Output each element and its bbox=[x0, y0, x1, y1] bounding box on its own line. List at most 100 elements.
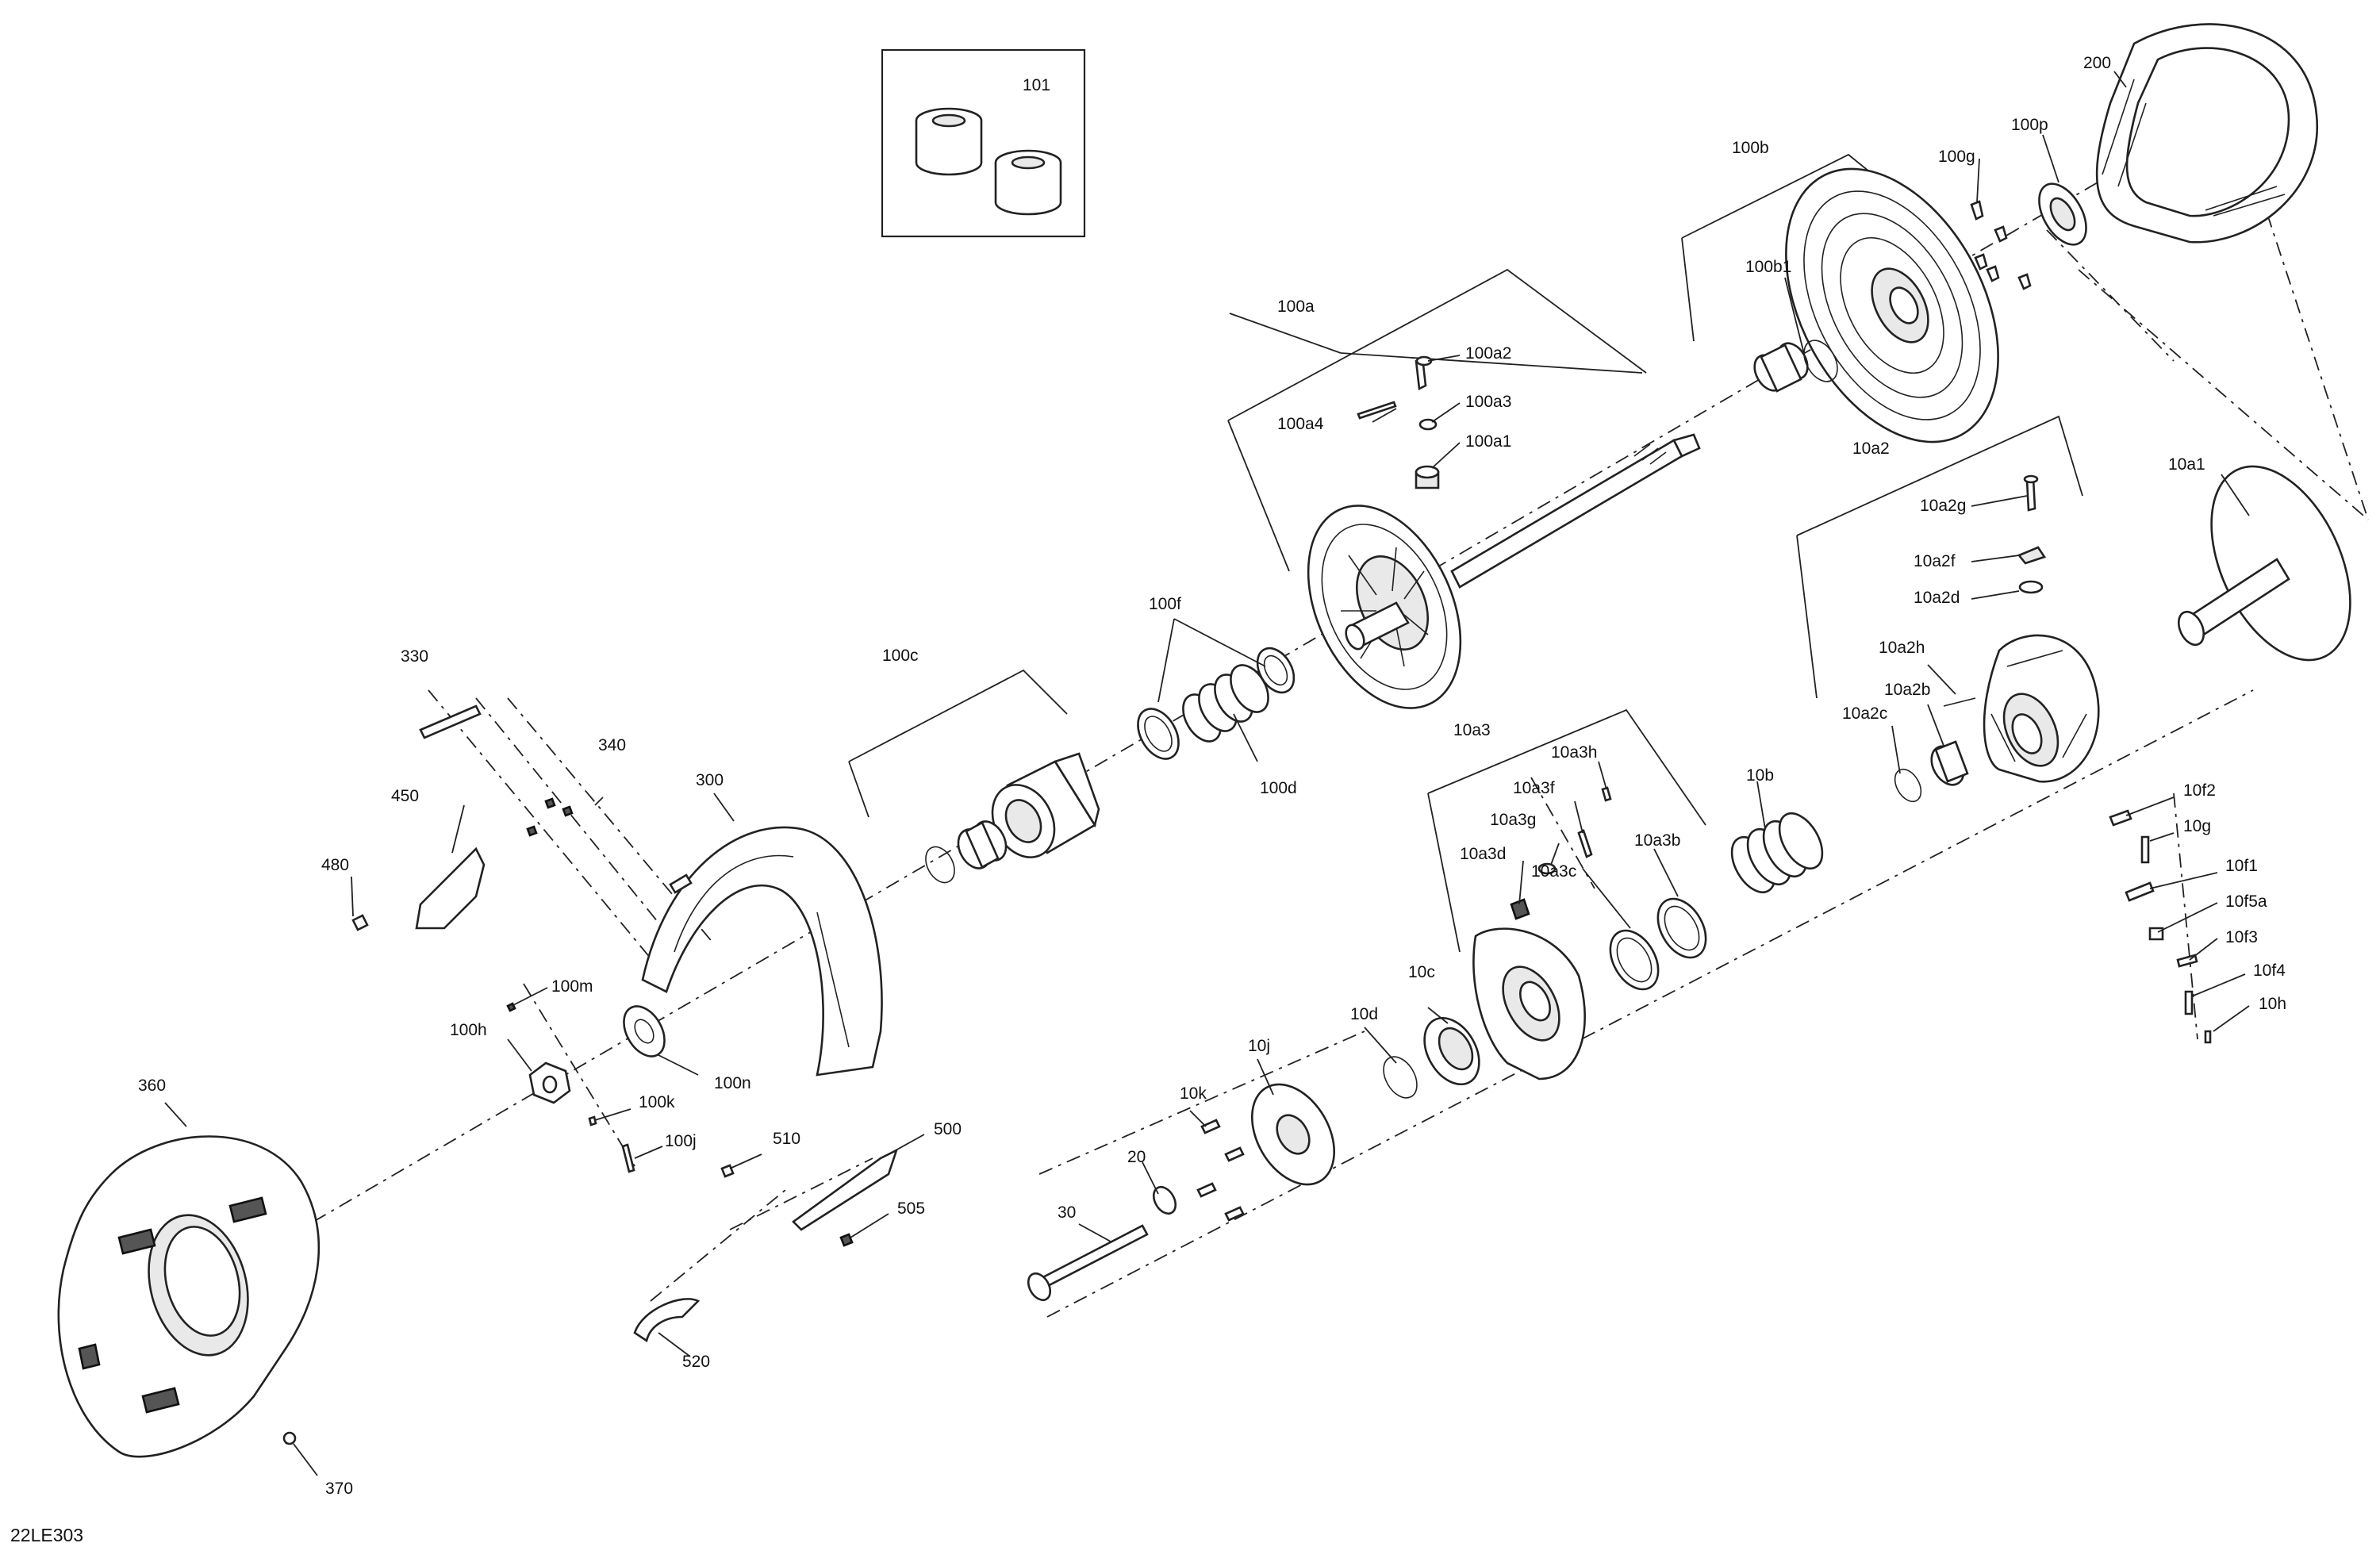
callout-10a2d: 10a2d bbox=[1914, 589, 1960, 607]
callout-10g: 10g bbox=[2183, 817, 2211, 835]
callout-10a3g: 10a3g bbox=[1490, 811, 1536, 829]
callout-520: 520 bbox=[682, 1353, 710, 1371]
callout-10b: 10b bbox=[1746, 766, 1774, 785]
ring-10d bbox=[1383, 1056, 1418, 1099]
shaft-sheave-100a bbox=[1307, 433, 1701, 709]
callout-100h: 100h bbox=[450, 1021, 487, 1039]
callout-100a: 100a bbox=[1277, 297, 1315, 316]
callout-510: 510 bbox=[773, 1130, 800, 1148]
drive-belt bbox=[2095, 23, 2319, 244]
callout-500: 500 bbox=[934, 1120, 962, 1138]
small-parts-10f bbox=[2109, 809, 2212, 1044]
callout-330: 330 bbox=[401, 647, 428, 666]
nuts-340 bbox=[526, 797, 574, 837]
callout-100c: 100c bbox=[882, 647, 919, 665]
callout-10f1: 10f1 bbox=[2225, 857, 2258, 875]
callout-10a2: 10a2 bbox=[1852, 439, 1890, 458]
callout-labels: 101 200 100b 100g 100p 100b1 100a 100a2 … bbox=[138, 54, 2286, 1498]
callout-30: 30 bbox=[1058, 1203, 1076, 1222]
callout-10a2f: 10a2f bbox=[1914, 552, 1956, 570]
callout-100j: 100j bbox=[665, 1132, 697, 1150]
spring-10b bbox=[1730, 812, 1824, 893]
diagram-code: 22LE303 bbox=[10, 1525, 83, 1543]
callout-20: 20 bbox=[1127, 1148, 1146, 1166]
callout-370: 370 bbox=[325, 1480, 353, 1498]
callout-100n: 100n bbox=[714, 1074, 751, 1092]
bushing-2 bbox=[994, 149, 1062, 216]
callout-100m: 100m bbox=[551, 977, 593, 996]
callout-10a2b: 10a2b bbox=[1884, 681, 1930, 699]
callout-10a3d: 10a3d bbox=[1460, 845, 1506, 863]
callout-100d: 100d bbox=[1260, 779, 1297, 797]
small-parts-10a2 bbox=[1894, 474, 2047, 803]
callout-10a2g: 10a2g bbox=[1920, 497, 1966, 515]
nut-505 bbox=[839, 1233, 854, 1247]
callout-360: 360 bbox=[138, 1077, 166, 1095]
screw-510 bbox=[720, 1164, 735, 1178]
callout-10f3: 10f3 bbox=[2225, 928, 2258, 946]
callout-10a2c: 10a2c bbox=[1842, 704, 1887, 723]
callout-340: 340 bbox=[598, 736, 626, 754]
callout-450: 450 bbox=[391, 787, 419, 805]
guard-300 bbox=[641, 826, 883, 1077]
spring-100d bbox=[1182, 664, 1269, 743]
screws-100g bbox=[1970, 200, 2032, 290]
callout-10a3f: 10a3f bbox=[1513, 779, 1555, 797]
callout-10f5a: 10f5a bbox=[2225, 892, 2267, 911]
fixed-sheave-10a1 bbox=[2177, 465, 2351, 662]
callout-leaders bbox=[164, 71, 2250, 1476]
callout-10j: 10j bbox=[1248, 1037, 1270, 1055]
callout-100g: 100g bbox=[1938, 148, 1975, 166]
callout-10h: 10h bbox=[2259, 995, 2286, 1013]
rivet-370 bbox=[282, 1431, 297, 1445]
bearing-10c bbox=[1423, 1016, 1480, 1086]
bracket-500 bbox=[792, 1148, 899, 1231]
callout-10a1: 10a1 bbox=[2168, 455, 2205, 474]
callout-10f2: 10f2 bbox=[2183, 781, 2216, 800]
spider-10a3 bbox=[1472, 786, 1707, 1080]
bushing-100b1 bbox=[1753, 340, 1838, 393]
ring-bushing-100c bbox=[925, 820, 1008, 884]
callout-100a1: 100a1 bbox=[1465, 432, 1511, 451]
nut-100h bbox=[528, 1061, 571, 1104]
driven-sheave-100b bbox=[1785, 167, 1999, 443]
bolt-30 bbox=[1027, 1224, 1149, 1302]
callout-100a3: 100a3 bbox=[1465, 393, 1511, 411]
flange-10j bbox=[1250, 1083, 1336, 1186]
strip-330 bbox=[419, 704, 482, 739]
callout-10f4: 10f4 bbox=[2253, 961, 2286, 980]
callout-10k: 10k bbox=[1180, 1084, 1207, 1103]
callout-100b: 100b bbox=[1732, 139, 1769, 157]
callout-10c: 10c bbox=[1408, 963, 1435, 981]
callout-10a3c: 10a3c bbox=[1531, 862, 1576, 881]
small-parts-100a bbox=[1357, 355, 1440, 489]
callout-505: 505 bbox=[897, 1199, 925, 1218]
callout-10a2h: 10a2h bbox=[1879, 639, 1925, 657]
washer-100n bbox=[623, 1005, 666, 1057]
callout-101: 101 bbox=[1023, 76, 1050, 94]
callout-10d: 10d bbox=[1350, 1005, 1378, 1023]
callout-10a3h: 10a3h bbox=[1551, 743, 1597, 762]
washers-100f bbox=[1137, 647, 1296, 760]
callout-480: 480 bbox=[321, 856, 349, 874]
bearing-100p bbox=[2038, 182, 2087, 246]
clip-520 bbox=[633, 1298, 701, 1343]
washer-20 bbox=[1152, 1185, 1177, 1215]
bracket-450 bbox=[415, 846, 486, 930]
callout-100f: 100f bbox=[1149, 595, 1181, 613]
callout-100a4: 100a4 bbox=[1277, 415, 1324, 433]
callout-100b1: 100b1 bbox=[1745, 258, 1791, 276]
screw-100j bbox=[621, 1143, 635, 1173]
callout-10a3b: 10a3b bbox=[1634, 831, 1680, 850]
screws-10k bbox=[1196, 1119, 1245, 1222]
callout-100p: 100p bbox=[2011, 116, 2048, 134]
callout-10a3: 10a3 bbox=[1453, 721, 1491, 739]
callout-100a2: 100a2 bbox=[1465, 344, 1511, 363]
callout-100k: 100k bbox=[639, 1093, 675, 1111]
bushing-1 bbox=[915, 107, 983, 176]
pin-100k bbox=[588, 1115, 597, 1127]
spider-cam-100c bbox=[991, 752, 1100, 858]
callout-200: 200 bbox=[2083, 54, 2111, 72]
inset-box-101 bbox=[881, 48, 1086, 238]
